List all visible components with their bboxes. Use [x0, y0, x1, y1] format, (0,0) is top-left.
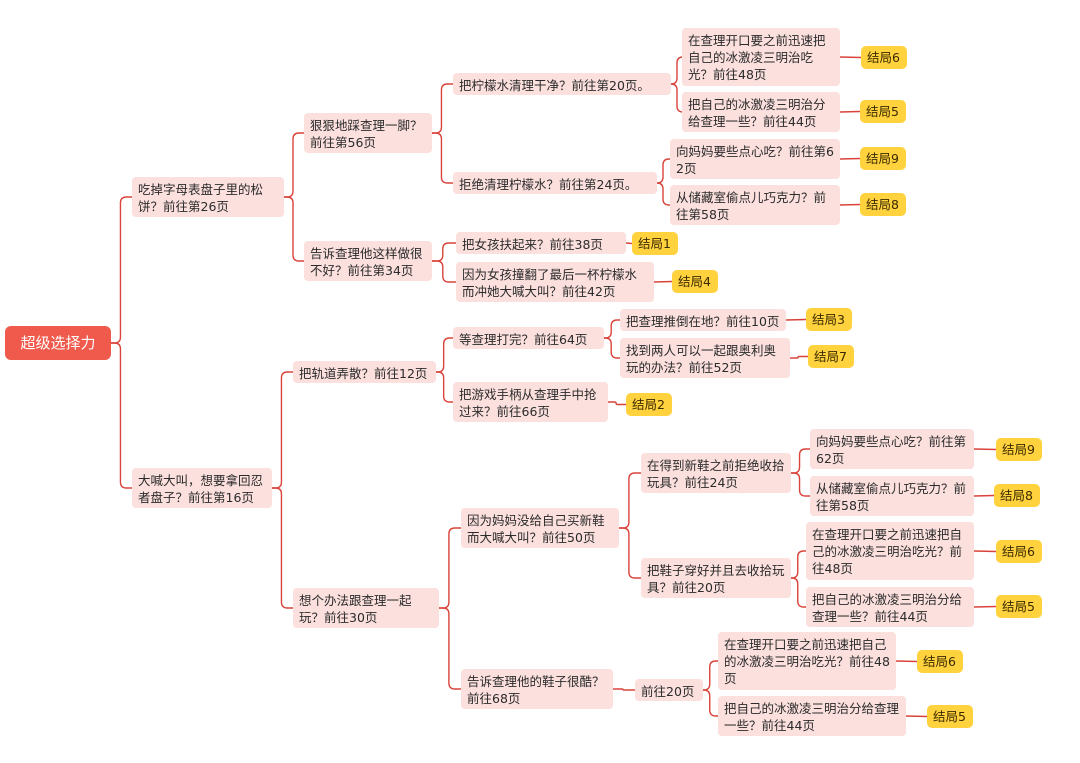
- ending-badge[interactable]: 结局5: [860, 100, 906, 123]
- connector-line: [111, 342, 132, 489]
- branch-node[interactable]: 向妈妈要些点心吃？前往第62页: [670, 139, 840, 179]
- ending-badge[interactable]: 结局7: [808, 345, 854, 368]
- connector-line: [436, 337, 453, 373]
- connector-line: [432, 260, 456, 283]
- branch-node[interactable]: 把女孩扶起来？前往38页: [456, 232, 626, 254]
- branch-node[interactable]: 因为女孩撞翻了最后一杯柠檬水而冲她大喊大叫？前往42页: [456, 262, 654, 302]
- branch-node[interactable]: 找到两人可以一起跟奥利奥玩的办法？前往52页: [620, 338, 790, 378]
- connector-line: [839, 110, 861, 113]
- connector-line: [791, 577, 806, 608]
- connector-line: [703, 660, 718, 691]
- connector-line: [839, 157, 861, 160]
- connector-line: [625, 242, 633, 245]
- branch-node[interactable]: 把轨道弄散？前往12页: [293, 361, 436, 383]
- connector-line: [839, 56, 862, 59]
- connector-line: [284, 132, 304, 198]
- connector-line: [791, 550, 806, 579]
- branch-node[interactable]: 大喊大叫，想要拿回忍者盘子？前往第16页: [132, 468, 272, 508]
- ending-badge[interactable]: 结局5: [927, 705, 973, 728]
- ending-badge[interactable]: 结局1: [632, 232, 678, 255]
- root-node[interactable]: 超级选择力: [5, 326, 111, 360]
- connector-line: [791, 472, 810, 497]
- branch-node[interactable]: 在得到新鞋之前拒绝收拾玩具？前往24页: [641, 453, 791, 493]
- connector-line: [895, 660, 918, 663]
- connector-line: [656, 158, 670, 184]
- branch-node[interactable]: 把柠檬水清理干净？前往第20页。: [453, 73, 671, 95]
- branch-node[interactable]: 把自己的冰激凌三明治分给查理一些？前往44页: [718, 696, 906, 736]
- branch-node[interactable]: 把自己的冰激凌三明治分给查理一些？前往44页: [682, 92, 840, 132]
- ending-badge[interactable]: 结局2: [626, 393, 672, 416]
- connector-line: [436, 371, 453, 403]
- connector-line: [613, 688, 635, 691]
- connector-line: [670, 56, 684, 85]
- connector-line: [619, 472, 641, 529]
- ending-badge[interactable]: 结局3: [806, 308, 852, 331]
- ending-badge[interactable]: 结局9: [996, 438, 1042, 461]
- connector-line: [619, 527, 641, 579]
- connector-line: [973, 448, 997, 451]
- branch-node[interactable]: 狠狠地踩查理一脚？前往第56页: [304, 113, 432, 153]
- connector-line: [670, 83, 684, 113]
- connector-line: [608, 401, 626, 406]
- connector-line: [272, 371, 293, 489]
- ending-badge[interactable]: 结局8: [994, 484, 1040, 507]
- branch-node[interactable]: 把自己的冰激凌三明治分给查理一些？前往44页: [806, 587, 974, 627]
- branch-node[interactable]: 等查理打完？前往64页: [453, 327, 604, 349]
- connector-line: [432, 242, 456, 262]
- connector-line: [791, 448, 810, 474]
- connector-line: [656, 182, 670, 206]
- connector-line: [604, 337, 620, 359]
- connector-line: [111, 196, 132, 344]
- connector-line: [703, 689, 718, 717]
- branch-node[interactable]: 向妈妈要些点心吃？前往第62页: [810, 429, 974, 469]
- connector-line: [973, 494, 995, 497]
- connector-line: [439, 607, 461, 690]
- ending-badge[interactable]: 结局6: [917, 650, 963, 673]
- branch-node[interactable]: 告诉查理他的鞋子很酷？前往68页: [461, 669, 613, 709]
- connector-line: [973, 550, 997, 553]
- connector-line: [905, 715, 928, 718]
- branch-node[interactable]: 从储藏室偷点儿巧克力？前往第58页: [810, 476, 974, 516]
- branch-node[interactable]: 因为妈妈没给自己买新鞋而大喊大叫？前往50页: [461, 508, 619, 548]
- connector-line: [604, 319, 620, 339]
- ending-badge[interactable]: 结局6: [861, 46, 907, 69]
- branch-node[interactable]: 想个办法跟查理一起玩？前往30页: [293, 588, 439, 628]
- connector-line: [272, 487, 293, 609]
- connector-line: [790, 355, 808, 359]
- branch-node[interactable]: 前往20页: [635, 679, 703, 701]
- connector-line: [432, 83, 453, 134]
- connector-line: [785, 318, 807, 321]
- branch-node[interactable]: 吃掉字母表盘子里的松饼？前往第26页: [132, 177, 284, 217]
- branch-node[interactable]: 把查理推倒在地？前往10页: [620, 309, 786, 331]
- branch-node[interactable]: 在查理开口要之前迅速把自己的冰激凌三明治吃光？前往48页: [682, 28, 840, 86]
- ending-badge[interactable]: 结局5: [996, 595, 1042, 618]
- connector-line: [284, 196, 304, 262]
- branch-node[interactable]: 从储藏室偷点儿巧克力？前往第58页: [670, 185, 840, 225]
- connector-line: [432, 132, 453, 184]
- connector-line: [653, 280, 673, 283]
- connector-line: [439, 527, 461, 609]
- ending-badge[interactable]: 结局9: [860, 147, 906, 170]
- branch-node[interactable]: 告诉查理他这样做很不好？前往第34页: [304, 241, 432, 281]
- connector-line: [973, 605, 997, 608]
- branch-node[interactable]: 拒绝清理柠檬水？前往第24页。: [453, 172, 657, 194]
- connector-line: [839, 203, 861, 206]
- branch-node[interactable]: 在查理开口要之前迅速把自己的冰激凌三明治吃光？前往48页: [718, 632, 896, 690]
- ending-badge[interactable]: 结局4: [672, 270, 718, 293]
- branch-node[interactable]: 把鞋子穿好并且去收拾玩具？前往20页: [641, 558, 791, 598]
- ending-badge[interactable]: 结局8: [860, 193, 906, 216]
- branch-node[interactable]: 把游戏手柄从查理手中抢过来？前往66页: [453, 382, 608, 422]
- ending-badge[interactable]: 结局6: [996, 540, 1042, 563]
- branch-node[interactable]: 在查理开口要之前迅速把自己的冰激凌三明治吃光？前往48页: [806, 522, 974, 580]
